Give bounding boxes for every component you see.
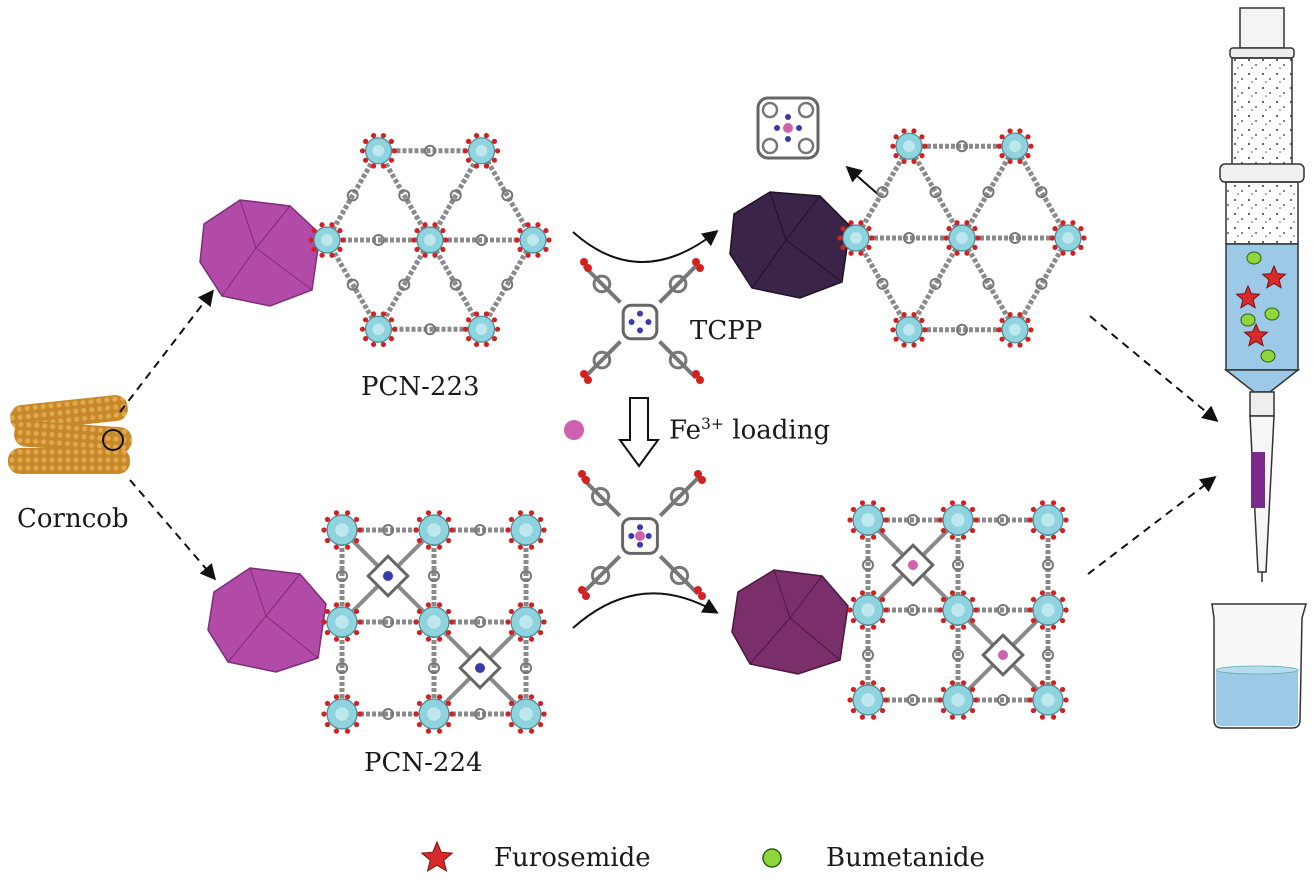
- flow-arrows: [119, 165, 1219, 629]
- fe-ion-dot: [564, 420, 584, 440]
- label-corncob: Corncob: [17, 504, 129, 534]
- label-fe-loading: Fe3+ loading: [669, 415, 831, 446]
- framework-fe-pcn223: [837, 128, 1087, 348]
- tcpp-molecule: [580, 258, 704, 384]
- beaker: [1211, 603, 1307, 729]
- fe-charge: 3+: [701, 415, 725, 433]
- legend-bumetanide: Bumetanide: [826, 843, 985, 873]
- syringe-drug-particles: [1235, 251, 1287, 363]
- fe-tcpp-molecule: [578, 470, 706, 600]
- framework-fe-pcn224: [847, 500, 1069, 720]
- crystal-pcn223: [199, 199, 321, 307]
- crystal-fe-pcn223: [729, 191, 851, 299]
- fe-porphyrin-core: [756, 96, 820, 160]
- framework-pcn224: [321, 510, 547, 734]
- label-tcpp: TCPP: [690, 316, 763, 346]
- syringe-column: [1219, 7, 1305, 582]
- legend-furosemide: Furosemide: [494, 843, 651, 873]
- fe-base: Fe: [669, 415, 702, 446]
- bumetanide-dot-icon: [762, 848, 782, 868]
- label-pcn224: PCN-224: [364, 748, 483, 778]
- crystal-fe-pcn224: [731, 569, 849, 675]
- furosemide-star-icon: [420, 840, 454, 872]
- framework-pcn223: [308, 132, 552, 348]
- down-arrow: [618, 397, 660, 468]
- crystal-pcn224: [207, 567, 327, 673]
- label-pcn223: PCN-223: [361, 372, 480, 402]
- corncob-image: [8, 395, 132, 474]
- fe-rest: loading: [724, 415, 831, 446]
